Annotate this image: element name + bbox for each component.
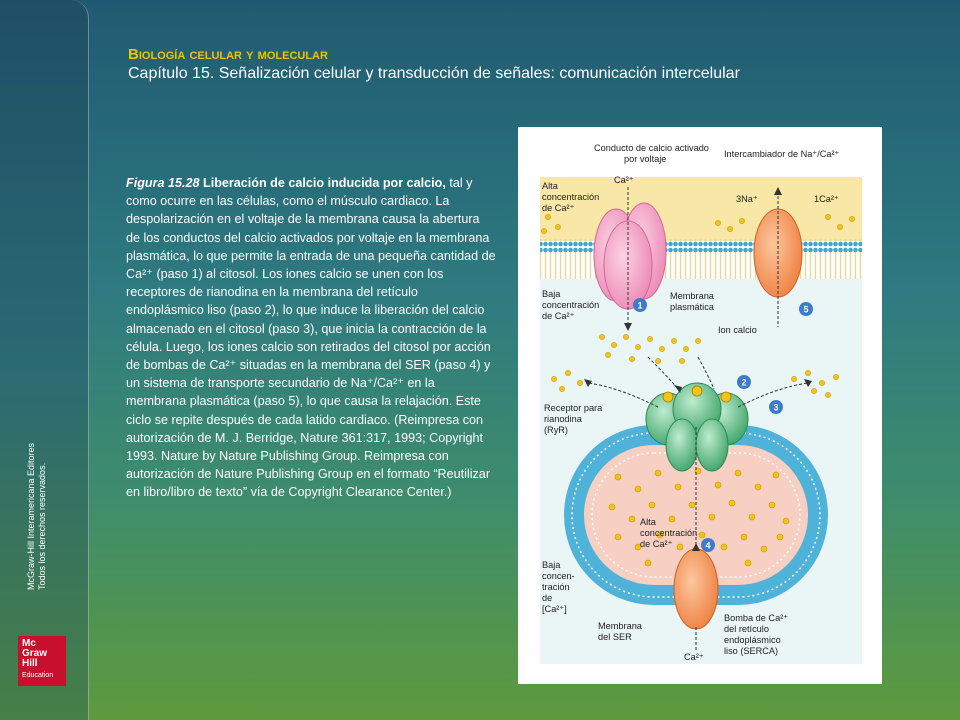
logo-line-4: Education xyxy=(22,672,54,679)
extracellular-calcium-ions xyxy=(541,214,855,234)
plasma-membrane xyxy=(540,239,862,279)
calcium-diagram: 1 2 3 4 5 Conducto de calcio activado po… xyxy=(540,143,862,664)
label-pump-4: liso (SERCA) xyxy=(724,646,778,656)
extracellular-space xyxy=(540,177,862,241)
label-ion: Ion calcio xyxy=(718,325,757,335)
ryanodine-receptor xyxy=(645,382,749,472)
cytosol-calcium-ions xyxy=(551,334,839,398)
label-membrane-1: Membrana xyxy=(670,291,715,301)
label-low-conc-4: de xyxy=(542,593,552,603)
voltage-gated-channel xyxy=(593,202,667,310)
step-3: 3 xyxy=(773,403,778,413)
figure-title: Liberación de calcio inducida por calcio… xyxy=(203,176,446,190)
label-pump-2: del retículo xyxy=(724,624,769,634)
label-channel-2: por voltaje xyxy=(624,154,666,164)
label-ser-high-2: concentración xyxy=(640,528,697,538)
mcgraw-hill-logo: Mc Graw Hill Education xyxy=(18,636,66,686)
label-3na: 3Na⁺ xyxy=(736,194,758,204)
chapter-title: Capítulo 15. Señalización celular y tran… xyxy=(128,65,740,82)
step-5: 5 xyxy=(803,305,808,315)
label-ryr-3: (RyR) xyxy=(544,425,568,435)
label-ryr-2: rianodina xyxy=(544,414,583,424)
step-4: 4 xyxy=(705,541,710,551)
step-2: 2 xyxy=(741,378,746,388)
book-title: Biología celular y molecular xyxy=(128,46,328,63)
step-1: 1 xyxy=(637,301,642,311)
label-low-conc-2: concen- xyxy=(542,571,575,581)
label-ser-mem-2: del SER xyxy=(598,632,632,642)
logo-line-3: Hill xyxy=(22,658,38,669)
label-low-conc-5: [Ca²⁺] xyxy=(542,604,567,614)
label-low-3: de Ca²⁺ xyxy=(542,311,575,321)
label-ser-high-3: de Ca²⁺ xyxy=(640,539,673,549)
label-ser-high-1: Alta xyxy=(640,517,657,527)
label-channel-1: Conducto de calcio activado xyxy=(594,143,709,153)
label-high-1: Alta xyxy=(542,181,559,191)
label-low-1: Baja xyxy=(542,289,561,299)
figure-body: tal y como ocurre en las células, como e… xyxy=(126,176,496,500)
label-high-3: de Ca²⁺ xyxy=(542,203,575,213)
figure-label: Figura 15.28 xyxy=(126,176,200,190)
logo-line-2: Graw xyxy=(22,648,48,659)
label-low-2: concentración xyxy=(542,300,599,310)
step-markers: 1 2 3 4 5 xyxy=(633,298,813,552)
label-pump-3: endoplásmico xyxy=(724,635,781,645)
label-low-conc-3: tración xyxy=(542,582,570,592)
publisher-line-2: Todos los derechos reservados. xyxy=(37,462,47,590)
publisher-line-1: McGraw-Hill Interamericana Editores xyxy=(26,442,36,590)
label-ryr-1: Receptor para xyxy=(544,403,603,413)
label-ca-bottom: Ca²⁺ xyxy=(684,652,704,662)
figure-caption: Figura 15.28 Liberación de calcio induci… xyxy=(126,174,496,502)
publisher-notice: McGraw-Hill Interamericana Editores Todo… xyxy=(26,390,48,590)
arrow-heads xyxy=(584,187,812,551)
label-high-2: concentración xyxy=(542,192,599,202)
label-low-conc-1: Baja xyxy=(542,560,561,570)
label-ser-mem-1: Membrana xyxy=(598,621,643,631)
label-pump-1: Bomba de Ca²⁺ xyxy=(724,613,788,623)
logo-line-1: Mc xyxy=(22,638,36,649)
label-1ca: 1Ca²⁺ xyxy=(814,194,839,204)
serca-pump xyxy=(673,548,719,630)
calcium-diagram-figure: 1 2 3 4 5 Conducto de calcio activado po… xyxy=(518,127,882,684)
sidebar-panel xyxy=(0,0,89,720)
slide-header: Biología celular y molecular Capítulo 15… xyxy=(128,46,740,83)
diagram-labels: Conducto de calcio activado por voltaje … xyxy=(542,143,840,662)
label-ca-top: Ca²⁺ xyxy=(614,175,634,185)
label-exchanger: Intercambiador de Na⁺/Ca²⁺ xyxy=(724,149,840,159)
label-membrane-2: plasmática xyxy=(670,302,715,312)
